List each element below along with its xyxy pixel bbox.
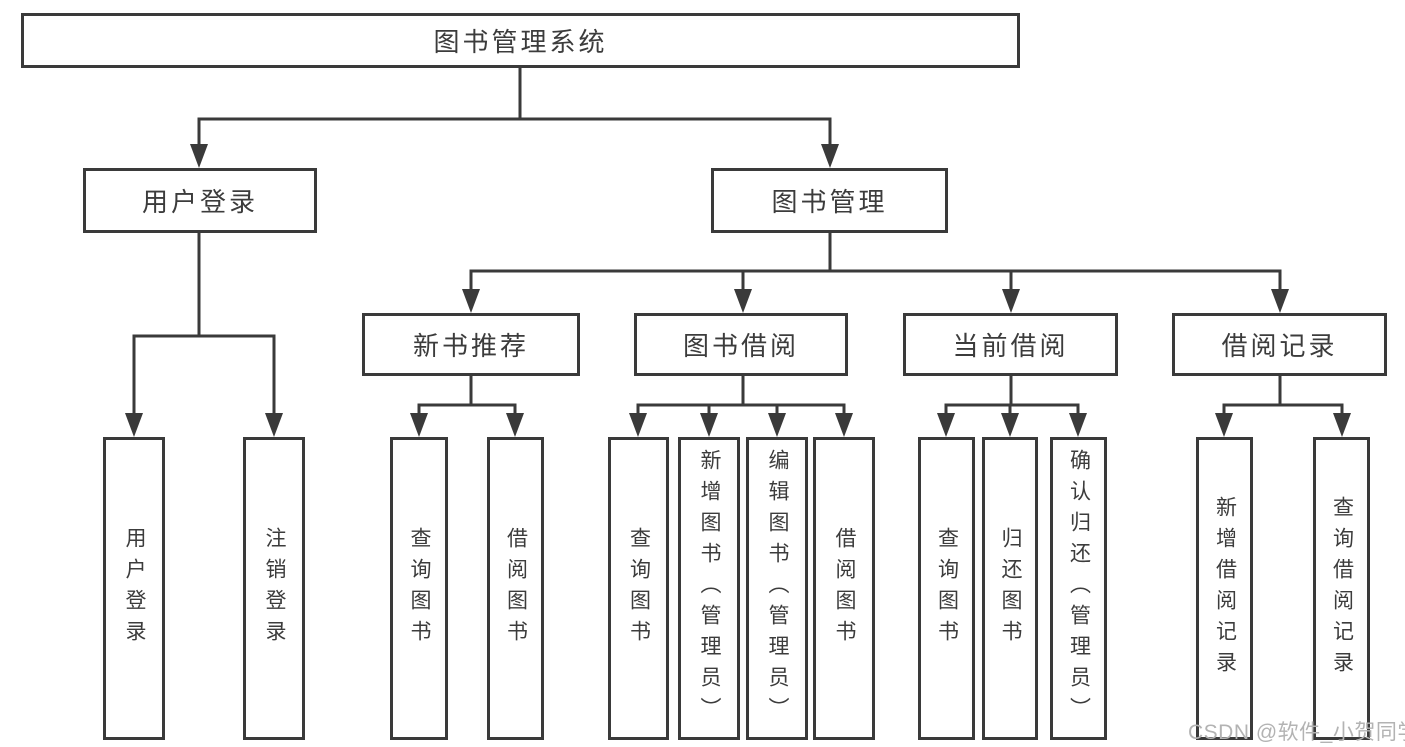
node-book-borrowing: 图书借阅 <box>634 313 848 376</box>
node-label: 图书借阅 <box>682 331 799 361</box>
leaf-borrow-books: 借阅图书 <box>813 437 875 740</box>
node-label: 查询图书 <box>408 526 431 651</box>
leaf-user-login: 用户登录 <box>103 437 165 740</box>
node-system-root: 图书管理系统 <box>21 13 1020 68</box>
connector-records-to-leaves <box>1222 376 1344 419</box>
node-label: 查询图书 <box>935 526 959 651</box>
node-label: 借阅图书 <box>833 526 856 651</box>
node-label: 新书推荐 <box>412 331 529 361</box>
leaf-query-books-borrow: 查询图书 <box>608 437 669 740</box>
node-label: 编辑图书（管理员） <box>766 449 789 728</box>
leaf-query-books-current: 查询图书 <box>918 437 975 740</box>
connector-root-to-level2 <box>197 68 832 150</box>
node-label: 借阅记录 <box>1221 331 1338 361</box>
node-label: 新增图书（管理员） <box>698 449 721 728</box>
leaf-add-books-admin: 新增图书（管理员） <box>678 437 740 740</box>
node-label: 当前借阅 <box>952 331 1069 361</box>
node-label: 归还图书 <box>999 526 1022 651</box>
leaf-borrow-books-recommend: 借阅图书 <box>487 437 544 740</box>
node-label: 用户登录 <box>123 526 146 651</box>
leaf-query-books-recommend: 查询图书 <box>390 437 448 740</box>
connector-mgmt-to-level3 <box>469 233 1282 295</box>
node-user-login: 用户登录 <box>83 168 317 233</box>
node-label: 用户登录 <box>141 187 258 217</box>
connector-borrow-to-leaves <box>636 376 846 419</box>
node-label: 图书管理系统 <box>433 27 608 57</box>
node-label: 新增借阅记录 <box>1213 495 1237 682</box>
node-label: 图书管理 <box>771 187 888 217</box>
leaf-add-borrow-record: 新增借阅记录 <box>1196 437 1253 740</box>
leaf-confirm-return-admin: 确认归还（管理员） <box>1050 437 1107 740</box>
leaf-edit-books-admin: 编辑图书（管理员） <box>746 437 808 740</box>
connector-newbook-to-leaves <box>417 376 517 419</box>
csdn-watermark: CSDN @软件_小贺同学 <box>1188 721 1405 744</box>
node-label: 注销登录 <box>263 526 286 651</box>
node-label: 查询借阅记录 <box>1330 495 1354 682</box>
connector-current-to-leaves <box>944 376 1080 419</box>
leaf-logout: 注销登录 <box>243 437 305 740</box>
node-current-borrowing: 当前借阅 <box>903 313 1118 376</box>
leaf-query-borrow-record: 查询借阅记录 <box>1313 437 1370 740</box>
node-new-book-recommend: 新书推荐 <box>362 313 580 376</box>
connector-login-to-leaves <box>132 233 276 419</box>
node-borrowing-records: 借阅记录 <box>1172 313 1387 376</box>
node-label: 确认归还（管理员） <box>1067 449 1091 728</box>
node-label: 查询图书 <box>627 526 651 651</box>
node-book-management: 图书管理 <box>711 168 948 233</box>
leaf-return-books: 归还图书 <box>982 437 1038 740</box>
node-label: 借阅图书 <box>504 526 528 651</box>
